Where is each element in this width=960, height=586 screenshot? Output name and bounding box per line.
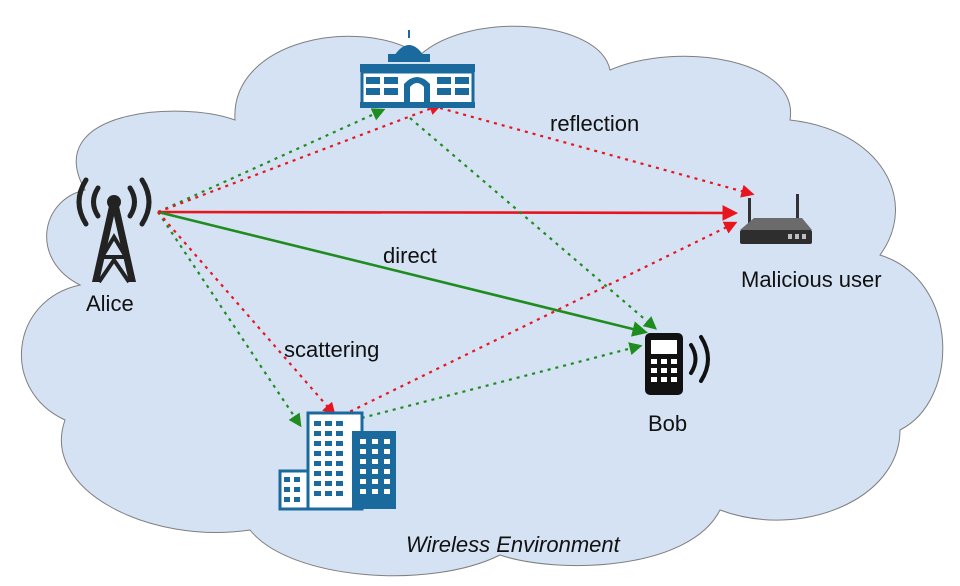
- direct-path-to-bob: [157, 210, 649, 337]
- scattering-path-green-offices-to-bob: [353, 342, 643, 422]
- mobile-phone-icon: [645, 333, 710, 395]
- reflection-path-red-building-to-malicious: [439, 106, 755, 198]
- direct-path-to-malicious: [157, 205, 739, 221]
- government-building-icon: [360, 30, 475, 108]
- label-reflection: reflection: [550, 111, 639, 136]
- cloud-shape: [20, 25, 944, 577]
- office-buildings-icon: [278, 411, 396, 511]
- reflection-path-green-building-to-bob: [409, 117, 658, 330]
- scattering-path-green-alice-to-offices: [157, 211, 302, 428]
- reflection-path-red-alice-to-building: [157, 102, 443, 214]
- reflection-path-green-alice-to-building: [157, 108, 386, 214]
- label-alice: Alice: [86, 291, 134, 316]
- cloud-background: [20, 25, 944, 577]
- label-wireless-environment: Wireless Environment: [406, 532, 621, 557]
- radio-tower-icon: [76, 177, 152, 284]
- label-direct: direct: [383, 243, 437, 268]
- label-malicious-user: Malicious user: [741, 267, 882, 292]
- wireless-router-icon: [740, 194, 812, 244]
- propagation-paths: [157, 102, 755, 428]
- scattering-path-red-offices-to-malicious: [342, 221, 738, 416]
- label-scattering: scattering: [284, 337, 379, 362]
- label-bob: Bob: [648, 411, 687, 436]
